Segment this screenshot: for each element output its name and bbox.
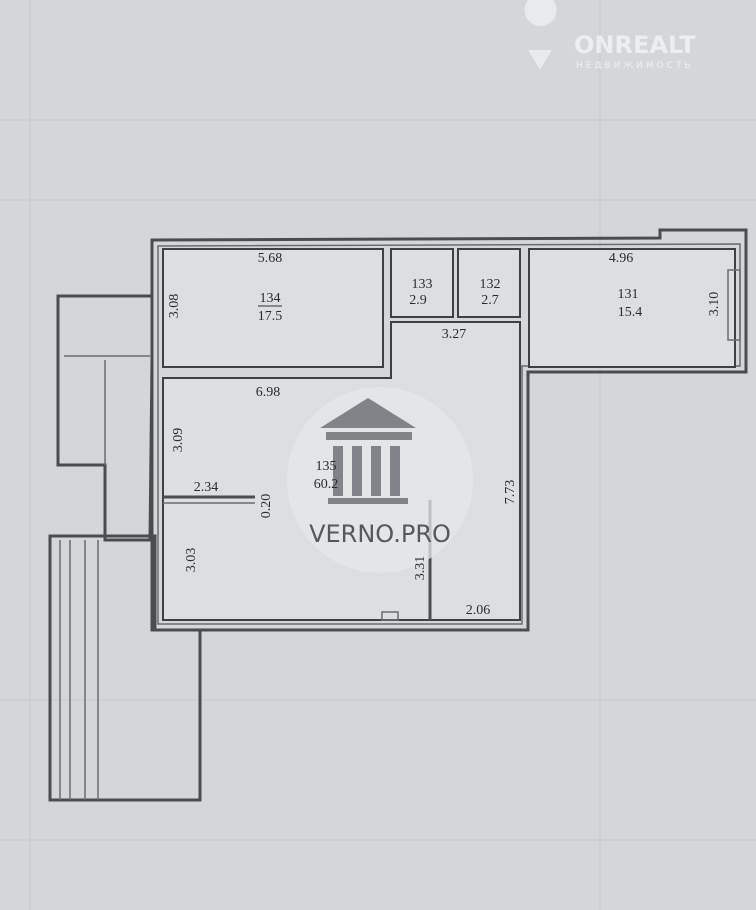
room-131: [528, 248, 736, 368]
room-132-number: 132: [480, 277, 501, 292]
onrealt-subtitle: НЕДВИЖИМОСТЬ: [576, 61, 694, 71]
dim-room131-height: 3.10: [707, 292, 722, 317]
room-133: [390, 248, 454, 318]
balcony-lower: [48, 534, 202, 802]
dim-partition-thickness: 0.20: [259, 494, 274, 519]
room-135-number: 135: [316, 459, 337, 474]
room-134-area: 17.5: [258, 309, 283, 324]
room-135-area: 60.2: [314, 477, 339, 492]
location-house-icon: [524, 0, 557, 70]
verno-text: VERNO.PRO: [309, 520, 451, 548]
dim-niche-height: 3.31: [413, 556, 428, 581]
dim-partition-length: 2.34: [194, 480, 219, 495]
room-133-area: 2.9: [409, 293, 427, 308]
outer-wall: [150, 228, 748, 632]
dim-living-width: 6.98: [256, 385, 281, 400]
dim-hall-width-bottom: 2.06: [466, 603, 491, 618]
dim-living-height-lower: 3.03: [184, 548, 199, 573]
dim-room131-width: 4.96: [609, 251, 634, 266]
dim-hall-length: 7.73: [503, 480, 518, 505]
room-132-area: 2.7: [481, 293, 499, 308]
onrealt-brand: ONREALT: [574, 31, 696, 59]
balcony-upper: [56, 294, 154, 542]
room-131-area: 15.4: [618, 305, 643, 320]
onrealt-watermark: ONREALT НЕДВИЖИМОСТЬ: [524, 0, 696, 71]
verno-watermark: VERNO.PRO: [287, 387, 473, 573]
balcony-stripes: [59, 540, 99, 800]
dim-hall-width-top: 3.27: [442, 327, 467, 342]
door: [381, 611, 399, 621]
building-logo-icon: [320, 398, 416, 504]
window: [727, 269, 741, 341]
dim-room134-height: 3.08: [167, 294, 182, 319]
dim-room134-width: 5.68: [258, 251, 283, 266]
room-131-number: 131: [618, 287, 639, 302]
room-133-number: 133: [412, 277, 433, 292]
room-134-number: 134: [260, 291, 281, 306]
room-132: [457, 248, 521, 318]
room-134: [162, 248, 384, 368]
dim-living-height-upper: 3.09: [171, 428, 186, 453]
